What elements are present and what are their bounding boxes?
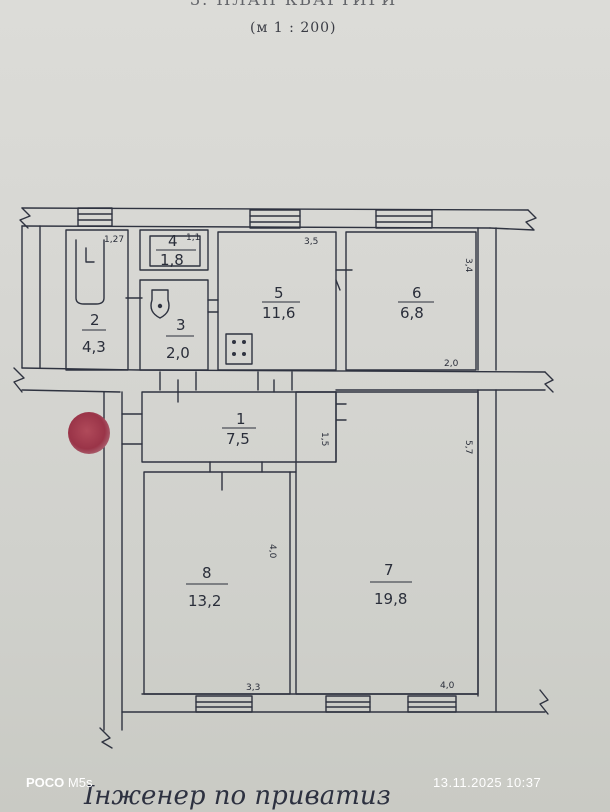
room-8-number: 8 [202, 564, 212, 582]
window-bottom-2 [325, 695, 371, 713]
wall-break-right-mid [544, 371, 554, 393]
stove-burners [232, 340, 246, 356]
outer-wall-left-upper [21, 225, 41, 369]
room-4-outline [139, 229, 209, 271]
dim-1-1: 1,1 [186, 233, 200, 243]
room-2-number: 2 [90, 311, 100, 329]
handwritten-text: Інженер по приватиз [83, 781, 391, 811]
wall-break-left-top [19, 207, 31, 229]
room-2-outline [65, 229, 129, 371]
dim-3-4: 3,4 [463, 258, 473, 273]
dim-4-0-vertical: 4,0 [267, 544, 277, 559]
brand-label: POCO [26, 775, 65, 790]
camera-watermark: POCO M5s [26, 775, 92, 790]
dim-5-7: 5,7 [463, 440, 473, 454]
wall-break-right-top [489, 209, 537, 231]
window-bottom-3 [407, 695, 457, 713]
room-7-number: 7 [384, 561, 394, 579]
wall-break-left-bottom [99, 727, 113, 749]
room-3-outline [139, 279, 209, 371]
room-8-area: 13,2 [188, 592, 221, 610]
room-5-area: 11,6 [262, 304, 295, 322]
outer-wall-left-lower [103, 391, 123, 731]
room-3-number: 3 [176, 316, 186, 334]
room-8-outline [143, 471, 291, 695]
room-4-number: 4 [168, 232, 178, 250]
wall-break-left-mid [13, 367, 25, 393]
dim-2-0: 2,0 [444, 359, 459, 369]
outer-wall-right-lower [477, 389, 497, 713]
room-1-area: 7,5 [226, 430, 250, 448]
room-1-number: 1 [236, 410, 246, 428]
room-5-outline [217, 231, 337, 371]
photo-timestamp: 13.11.2025 10:37 [433, 775, 542, 790]
bathtub-icon [75, 239, 105, 305]
room-5-number: 5 [274, 284, 284, 302]
room-6-number: 6 [412, 284, 422, 302]
room-4-area: 1,8 [160, 251, 184, 269]
room-7-outline [295, 391, 479, 695]
floor-plan: 2 4,3 3 2,0 4 1,8 5 11,6 6 6,8 1 7,5 7 1… [13, 207, 554, 749]
model-label: M5s [67, 775, 93, 790]
scale-label: (м 1 : 200) [250, 20, 337, 36]
outer-wall-top [21, 207, 529, 229]
dim-1-27: 1,27 [104, 235, 124, 245]
handwritten-note: Інженер по приватиз [83, 781, 391, 811]
red-stamp-mark [68, 412, 110, 454]
dim-1-5: 1,5 [319, 432, 329, 446]
toilet-icon [150, 289, 170, 319]
outer-wall-right-upper [477, 227, 497, 371]
window-top-2 [249, 209, 301, 229]
room-7-area: 19,8 [374, 590, 407, 608]
room-2-area: 4,3 [82, 338, 106, 356]
window-top-1 [77, 207, 113, 227]
dim-4-0-horizontal: 4,0 [440, 681, 455, 691]
room-3-area: 2,0 [166, 344, 190, 362]
dim-3-5: 3,5 [304, 237, 318, 247]
window-top-3 [375, 209, 433, 229]
dim-3-3: 3,3 [246, 683, 260, 693]
room-6-outline [345, 231, 477, 371]
window-bottom-1 [195, 695, 253, 713]
room-6-area: 6,8 [400, 304, 424, 322]
stove-icon [225, 333, 253, 365]
plan-title: 3. ПЛАН КВАРТИРИ [190, 0, 397, 9]
wall-break-right-bottom [539, 689, 549, 715]
